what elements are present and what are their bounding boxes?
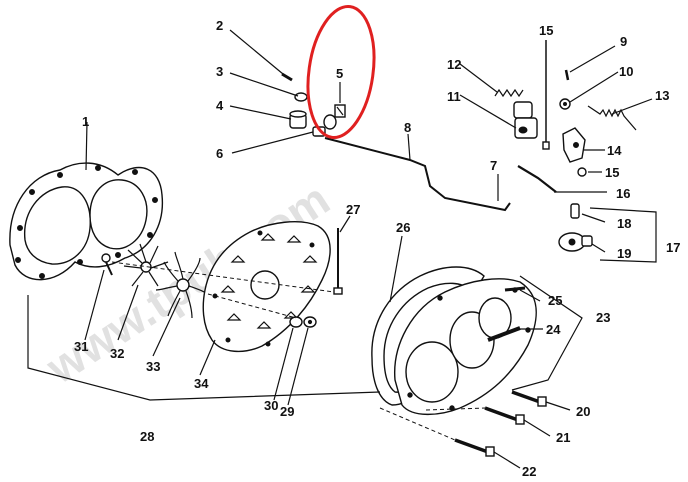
callout-18: 18	[617, 216, 631, 231]
callout-14: 14	[607, 143, 622, 158]
callout-34: 34	[194, 376, 209, 391]
callout-13: 13	[655, 88, 669, 103]
callout-11: 11	[447, 89, 461, 104]
callout-29: 29	[280, 404, 294, 419]
part-3-washer	[294, 92, 308, 102]
callout-12: 12	[447, 57, 461, 72]
part-8-rod	[324, 137, 511, 212]
assembly-dashes-left	[111, 261, 335, 319]
callout-labels: 1 2 3 4 5 6 7 8 9 10 11 12 13 14 15 15 1…	[74, 18, 680, 479]
callout-8: 8	[404, 120, 411, 135]
part-13-spring	[587, 105, 637, 131]
part-20-bolt	[511, 390, 547, 407]
part-19-bellcrank	[558, 232, 593, 252]
part-33-fan-large	[155, 251, 211, 319]
callout-23: 23	[596, 310, 610, 325]
leader-lines	[84, 29, 653, 469]
part-4-bushing	[289, 110, 307, 129]
callout-31: 31	[74, 339, 88, 354]
part-15-nut-lower	[577, 167, 587, 177]
bracket-28	[27, 295, 381, 401]
callout-15-lower: 15	[605, 165, 619, 180]
callout-5: 5	[336, 66, 343, 81]
callout-6: 6	[216, 146, 223, 161]
part-24-stud	[487, 326, 521, 342]
part-9-pin	[564, 69, 570, 81]
callout-25: 25	[548, 293, 562, 308]
part-22-bolt	[454, 438, 495, 457]
part-5-nut	[334, 104, 346, 118]
callout-19: 19	[617, 246, 631, 261]
part-12-spring	[494, 88, 524, 98]
callout-1: 1	[82, 114, 89, 129]
part-23-housing	[394, 278, 537, 416]
part-31-stud	[101, 253, 113, 276]
part-2-screw	[281, 72, 293, 82]
part-34-plate	[202, 221, 331, 353]
part-10-washer	[559, 98, 571, 110]
part-27-screw	[333, 228, 343, 295]
callout-20: 20	[576, 404, 590, 419]
part-25-stud	[504, 286, 526, 292]
bracket-23	[511, 275, 583, 391]
bracket-17	[589, 207, 657, 263]
callout-3: 3	[216, 64, 223, 79]
callout-32: 32	[110, 346, 124, 361]
callout-21: 21	[556, 430, 570, 445]
part-15-screw-upper	[542, 40, 550, 150]
part-21-bolt	[484, 406, 525, 425]
part-1-gasket	[9, 162, 164, 281]
callout-10: 10	[619, 64, 633, 79]
part-29-nut	[303, 316, 317, 328]
part-16-link	[517, 165, 557, 193]
callout-28: 28	[140, 429, 154, 444]
callout-17: 17	[666, 240, 680, 255]
callout-2: 2	[216, 18, 223, 33]
callout-4: 4	[216, 98, 224, 113]
callout-27: 27	[346, 202, 360, 217]
callout-22: 22	[522, 464, 536, 479]
callout-26: 26	[396, 220, 410, 235]
callout-24: 24	[546, 322, 561, 337]
part-30-washer	[289, 316, 303, 328]
part-32-fan-small	[123, 243, 169, 287]
part-11-lever	[513, 101, 538, 139]
callout-33: 33	[146, 359, 160, 374]
callout-9: 9	[620, 34, 627, 49]
assembly-dashes-right	[379, 407, 486, 441]
part-18-pin	[570, 203, 580, 219]
callout-15-upper: 15	[539, 23, 553, 38]
highlight-circle	[306, 4, 376, 140]
part-14-bracket	[562, 127, 586, 163]
callout-7: 7	[490, 158, 497, 173]
callout-16: 16	[616, 186, 630, 201]
callout-30: 30	[264, 398, 278, 413]
